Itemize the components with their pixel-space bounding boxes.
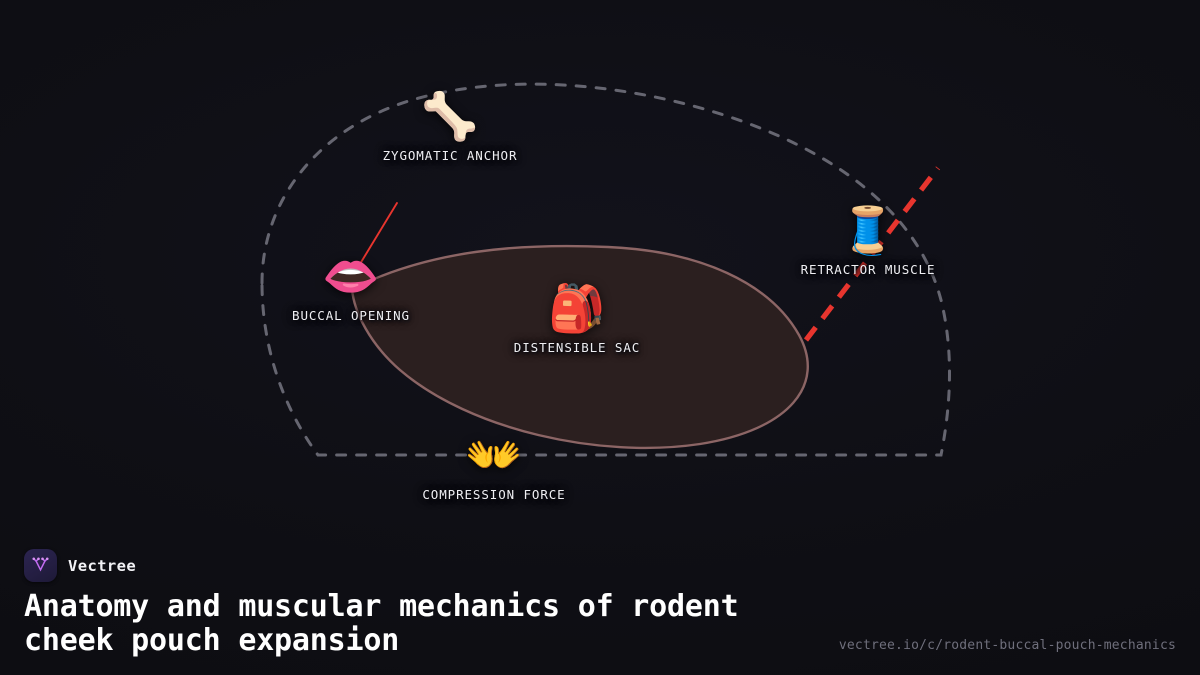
footer-bar: Vectree Anatomy and muscular mechanics o…: [0, 540, 1200, 675]
page-title: Anatomy and muscular mechanics of rodent…: [24, 589, 739, 658]
retractor-force-line: [803, 166, 941, 342]
thread-spool-icon: 🧵: [839, 203, 897, 257]
node-retractor-muscle[interactable]: 🧵 RETRACTOR MUSCLE: [801, 207, 936, 277]
backpack-icon: 🎒: [548, 281, 606, 335]
lips-icon: 👄: [322, 249, 380, 303]
diagram-canvas: [260, 82, 951, 457]
node-label-zygomatic-anchor: ZYGOMATIC ANCHOR: [382, 148, 518, 163]
bone-icon: 🦴: [421, 89, 479, 143]
source-url: vectree.io/c/rodent-buccal-pouch-mechani…: [838, 638, 1176, 653]
buccal-pointer-line: [345, 202, 398, 288]
anatomy-diagram: 🦴 ZYGOMATIC ANCHOR 👄 BUCCAL OPENING 🧵 RE…: [260, 82, 951, 502]
pouch-shape-path: [350, 244, 809, 450]
node-label-buccal-opening: BUCCAL OPENING: [292, 308, 410, 323]
brand-name: Vectree: [68, 556, 137, 575]
node-label-retractor-muscle: RETRACTOR MUSCLE: [800, 262, 936, 277]
cheek-outline-path: [260, 82, 951, 457]
vectree-logo-icon: [24, 549, 57, 582]
node-compression-force[interactable]: 👐 COMPRESSION FORCE: [422, 432, 565, 502]
vectree-logo-glyph: [32, 557, 49, 572]
node-label-distensible-sac: DISTENSIBLE SAC: [513, 340, 641, 355]
node-buccal-opening[interactable]: 👄 BUCCAL OPENING: [292, 253, 410, 323]
open-hands-icon: 👐: [465, 428, 523, 482]
node-distensible-sac[interactable]: 🎒 DISTENSIBLE SAC: [514, 285, 640, 355]
node-zygomatic-anchor[interactable]: 🦴 ZYGOMATIC ANCHOR: [383, 93, 518, 163]
node-label-compression-force: COMPRESSION FORCE: [422, 487, 566, 502]
brand-block[interactable]: Vectree: [24, 549, 136, 582]
